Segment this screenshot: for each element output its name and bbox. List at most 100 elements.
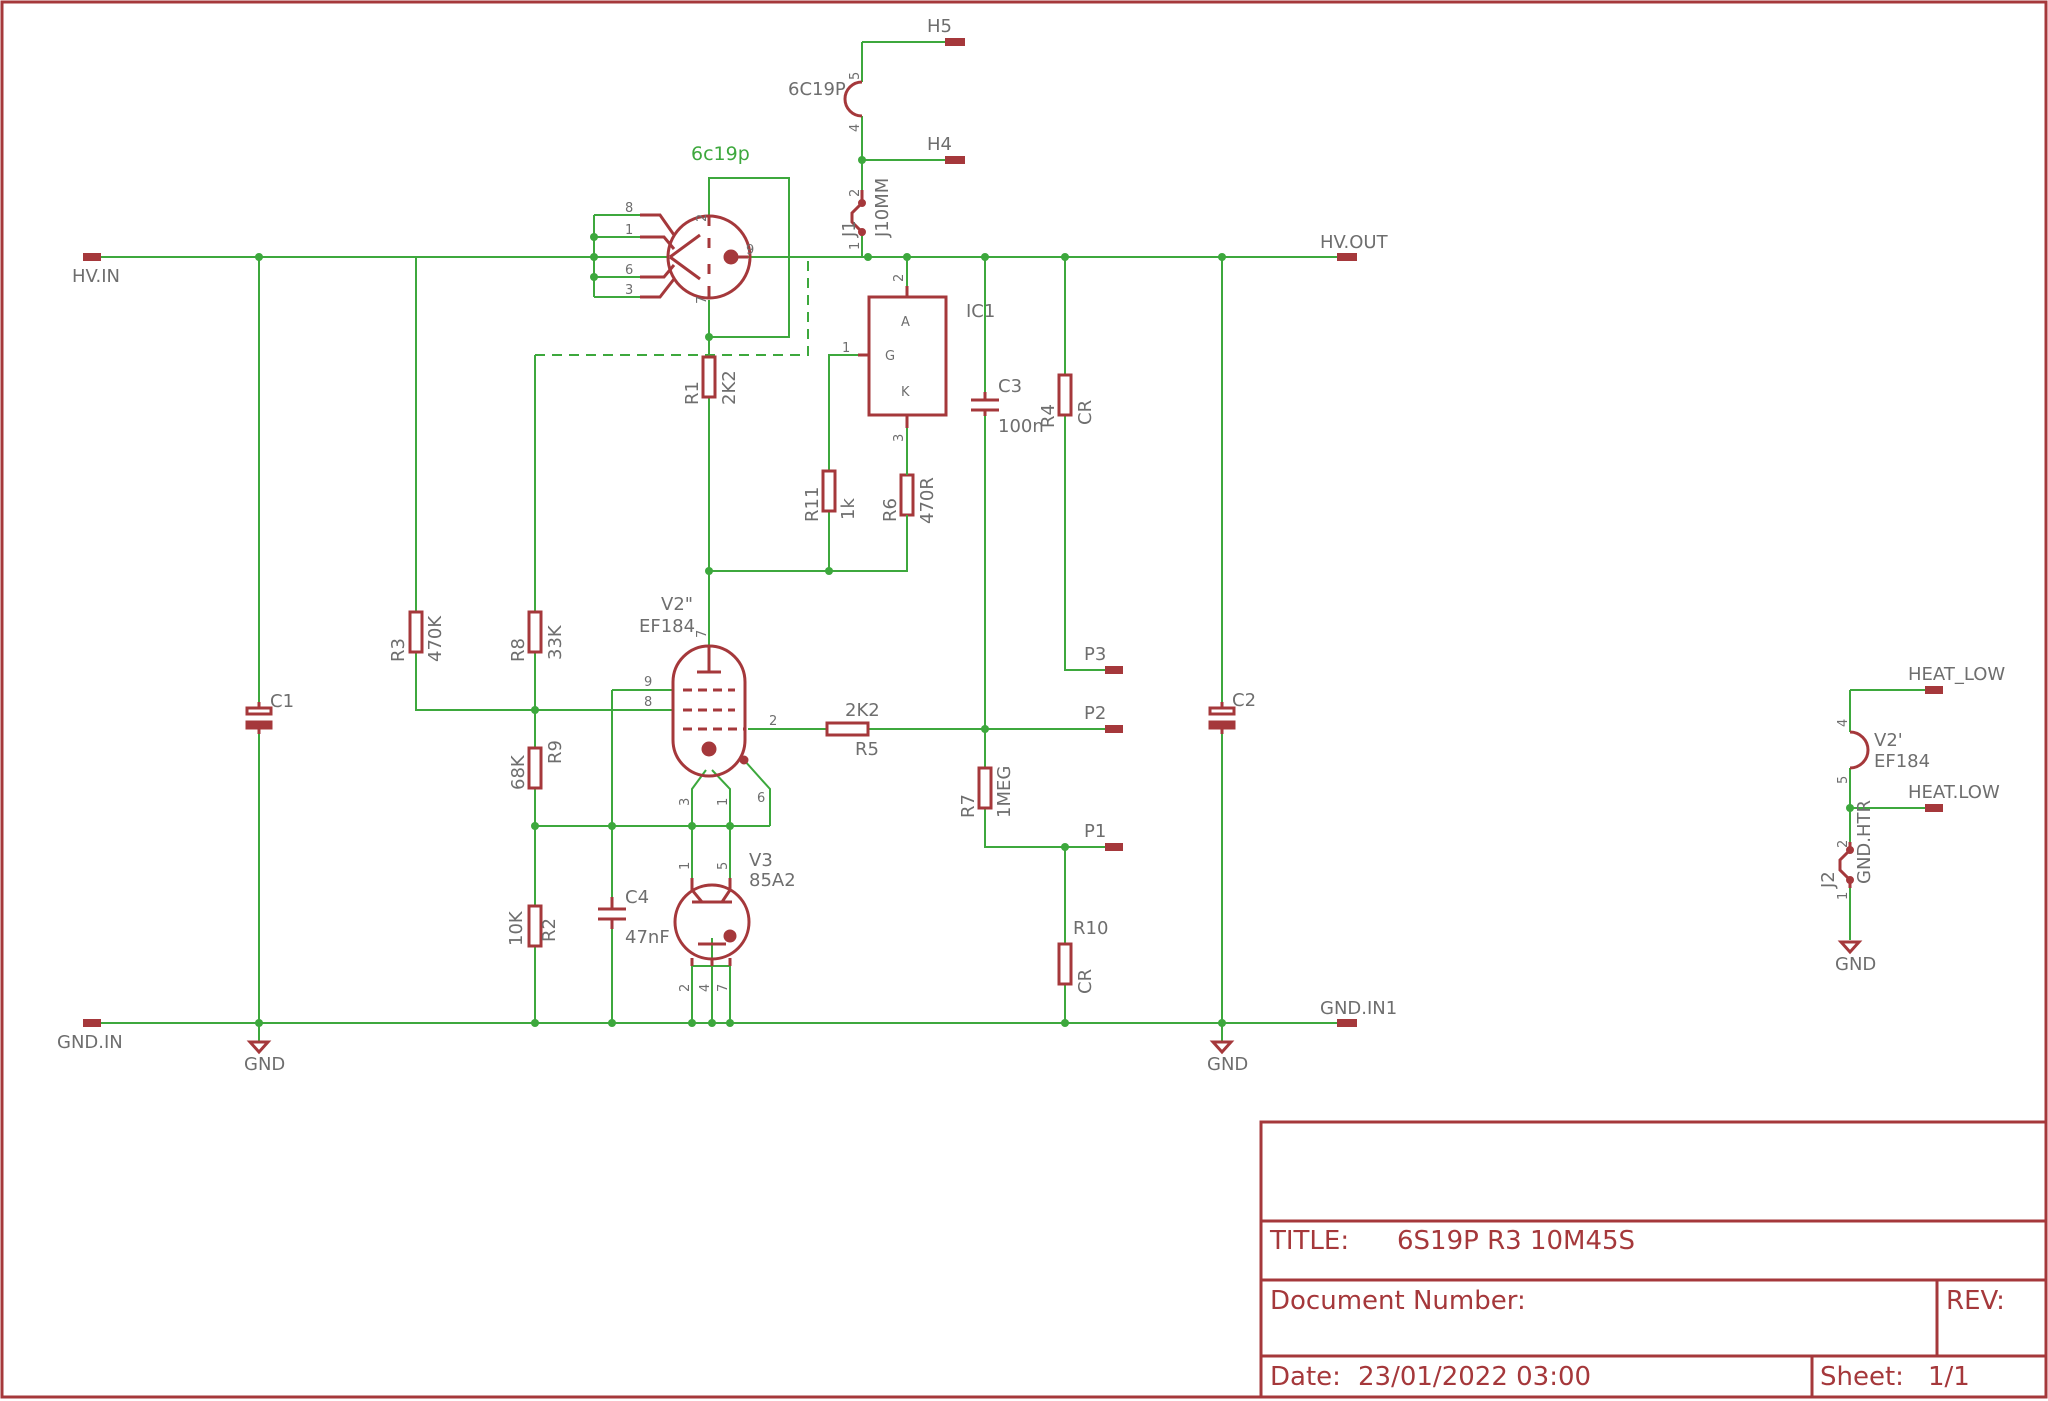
net-label-p1: P1 bbox=[1084, 821, 1106, 842]
part-label-r4: R4 bbox=[1038, 404, 1059, 428]
resistor-r6 bbox=[899, 473, 915, 517]
part-value-r4: CR bbox=[1075, 400, 1096, 425]
net-label-heat-low: HEAT_LOW bbox=[1908, 664, 2005, 685]
part-value-r2: 10K bbox=[506, 910, 527, 946]
part-value-j2: GND.HTR bbox=[1854, 800, 1875, 884]
svg-text:2: 2 bbox=[1836, 840, 1851, 848]
svg-text:1: 1 bbox=[842, 341, 850, 356]
ic1-box bbox=[858, 286, 948, 428]
part-label-r1: R1 bbox=[682, 381, 703, 405]
gnd-symbol bbox=[1209, 1023, 1235, 1055]
net-label-hv-out: HV.OUT bbox=[1320, 232, 1389, 253]
part-label-c4: C4 bbox=[625, 887, 649, 908]
svg-text:6: 6 bbox=[757, 791, 765, 806]
resistor-r10 bbox=[1057, 942, 1073, 986]
part-value-r7: 1MEG bbox=[994, 766, 1015, 818]
part-value-r3: 470K bbox=[425, 615, 446, 662]
junctions bbox=[255, 156, 1854, 1027]
net-label-gnd-in1: GND.IN1 bbox=[1320, 998, 1397, 1019]
part-label-j2: J2 bbox=[1818, 871, 1839, 889]
svg-text:2: 2 bbox=[848, 189, 863, 197]
svg-text:5: 5 bbox=[1836, 776, 1851, 784]
part-label-ic1: IC1 bbox=[966, 301, 995, 322]
capacitor-c3 bbox=[971, 392, 999, 416]
pentode-v2 bbox=[671, 644, 749, 778]
connector-pads bbox=[83, 38, 1943, 1027]
svg-text:3: 3 bbox=[678, 798, 693, 806]
svg-text:9: 9 bbox=[746, 243, 754, 258]
part-label-heater: 6C19P bbox=[788, 79, 846, 100]
svg-text:4: 4 bbox=[848, 124, 863, 132]
regulator-v3 bbox=[673, 878, 751, 966]
part-value-c3: 100n bbox=[998, 416, 1044, 437]
resistor-r11 bbox=[821, 469, 837, 513]
svg-text:4: 4 bbox=[698, 984, 713, 992]
svg-text:6: 6 bbox=[625, 263, 633, 278]
net-label-gnd: GND bbox=[244, 1054, 285, 1075]
part-label-v2prime: V2' bbox=[1874, 730, 1903, 751]
svg-text:1: 1 bbox=[1836, 892, 1851, 900]
svg-text:8: 8 bbox=[625, 201, 633, 216]
resistor-r4 bbox=[1057, 373, 1073, 417]
resistor-r7 bbox=[977, 766, 993, 810]
svg-text:4: 4 bbox=[1836, 719, 1851, 727]
net-label-p3: P3 bbox=[1084, 644, 1106, 665]
part-label-c3: C3 bbox=[998, 376, 1022, 397]
part-label-r6: R6 bbox=[880, 498, 901, 522]
svg-text:5: 5 bbox=[848, 72, 863, 80]
gnd-symbol bbox=[1837, 940, 1863, 955]
svg-text:8: 8 bbox=[644, 695, 652, 710]
part-label-r7: R7 bbox=[958, 794, 979, 818]
date-label: Date: bbox=[1270, 1362, 1341, 1392]
svg-text:7: 7 bbox=[695, 296, 710, 304]
jumper-j1 bbox=[850, 190, 866, 236]
svg-text:2: 2 bbox=[892, 274, 907, 282]
svg-text:3: 3 bbox=[892, 434, 907, 442]
wires bbox=[97, 41, 1930, 1024]
part-label-j1: J1 bbox=[839, 220, 860, 238]
part-value-6c19p: 6c19p bbox=[691, 143, 750, 165]
svg-text:2: 2 bbox=[678, 984, 693, 992]
net-label-heat-low: HEAT.LOW bbox=[1908, 782, 2000, 803]
ic1-pin-k: K bbox=[901, 385, 910, 400]
net-label-p2: P2 bbox=[1084, 703, 1106, 724]
resistor-r9 bbox=[527, 746, 543, 790]
part-label-r2: R2 bbox=[539, 918, 560, 942]
svg-text:1: 1 bbox=[678, 862, 693, 870]
sheet-value: 1/1 bbox=[1928, 1362, 1970, 1392]
part-label-v3: V3 bbox=[749, 850, 773, 871]
revision-label: REV: bbox=[1946, 1286, 2005, 1316]
part-label-v2: V2" bbox=[661, 594, 693, 615]
svg-text:1: 1 bbox=[716, 798, 731, 806]
part-value-r6: 470R bbox=[917, 477, 938, 524]
part-value-v2: EF184 bbox=[639, 616, 695, 637]
svg-text:2: 2 bbox=[769, 714, 777, 729]
svg-text:9: 9 bbox=[644, 675, 652, 690]
net-label-h4: H4 bbox=[927, 134, 952, 155]
part-value-r9: 68K bbox=[508, 754, 529, 790]
svg-text:3: 3 bbox=[625, 283, 633, 298]
title-label: TITLE: bbox=[1269, 1226, 1349, 1256]
title-value: 6S19P R3 10M45S bbox=[1397, 1226, 1635, 1256]
part-label-c1: C1 bbox=[270, 691, 294, 712]
svg-text:1: 1 bbox=[625, 223, 633, 238]
svg-text:7: 7 bbox=[716, 984, 731, 992]
part-value-c4: 47nF bbox=[625, 927, 670, 948]
capacitor-c1 bbox=[245, 702, 273, 734]
part-label-r5: R5 bbox=[855, 739, 879, 760]
net-label-h5: H5 bbox=[927, 16, 952, 37]
svg-text:2: 2 bbox=[695, 214, 710, 222]
net-label-gnd-in: GND.IN bbox=[57, 1032, 123, 1053]
date-value: 23/01/2022 03:00 bbox=[1358, 1362, 1591, 1392]
sheet-label: Sheet: bbox=[1820, 1362, 1904, 1392]
resistor-r2 bbox=[527, 904, 543, 948]
part-label-r8: R8 bbox=[508, 638, 529, 662]
title-block: TITLE: 6S19P R3 10M45S Document Number: … bbox=[1259, 1120, 2048, 1399]
heater-6c19p bbox=[843, 80, 863, 118]
capacitor-c2 bbox=[1208, 702, 1236, 734]
ic1-pin-a: A bbox=[901, 315, 910, 330]
net-label-gnd: GND bbox=[1835, 954, 1876, 975]
resistor-r8 bbox=[527, 610, 543, 654]
document-number-label: Document Number: bbox=[1270, 1286, 1526, 1316]
